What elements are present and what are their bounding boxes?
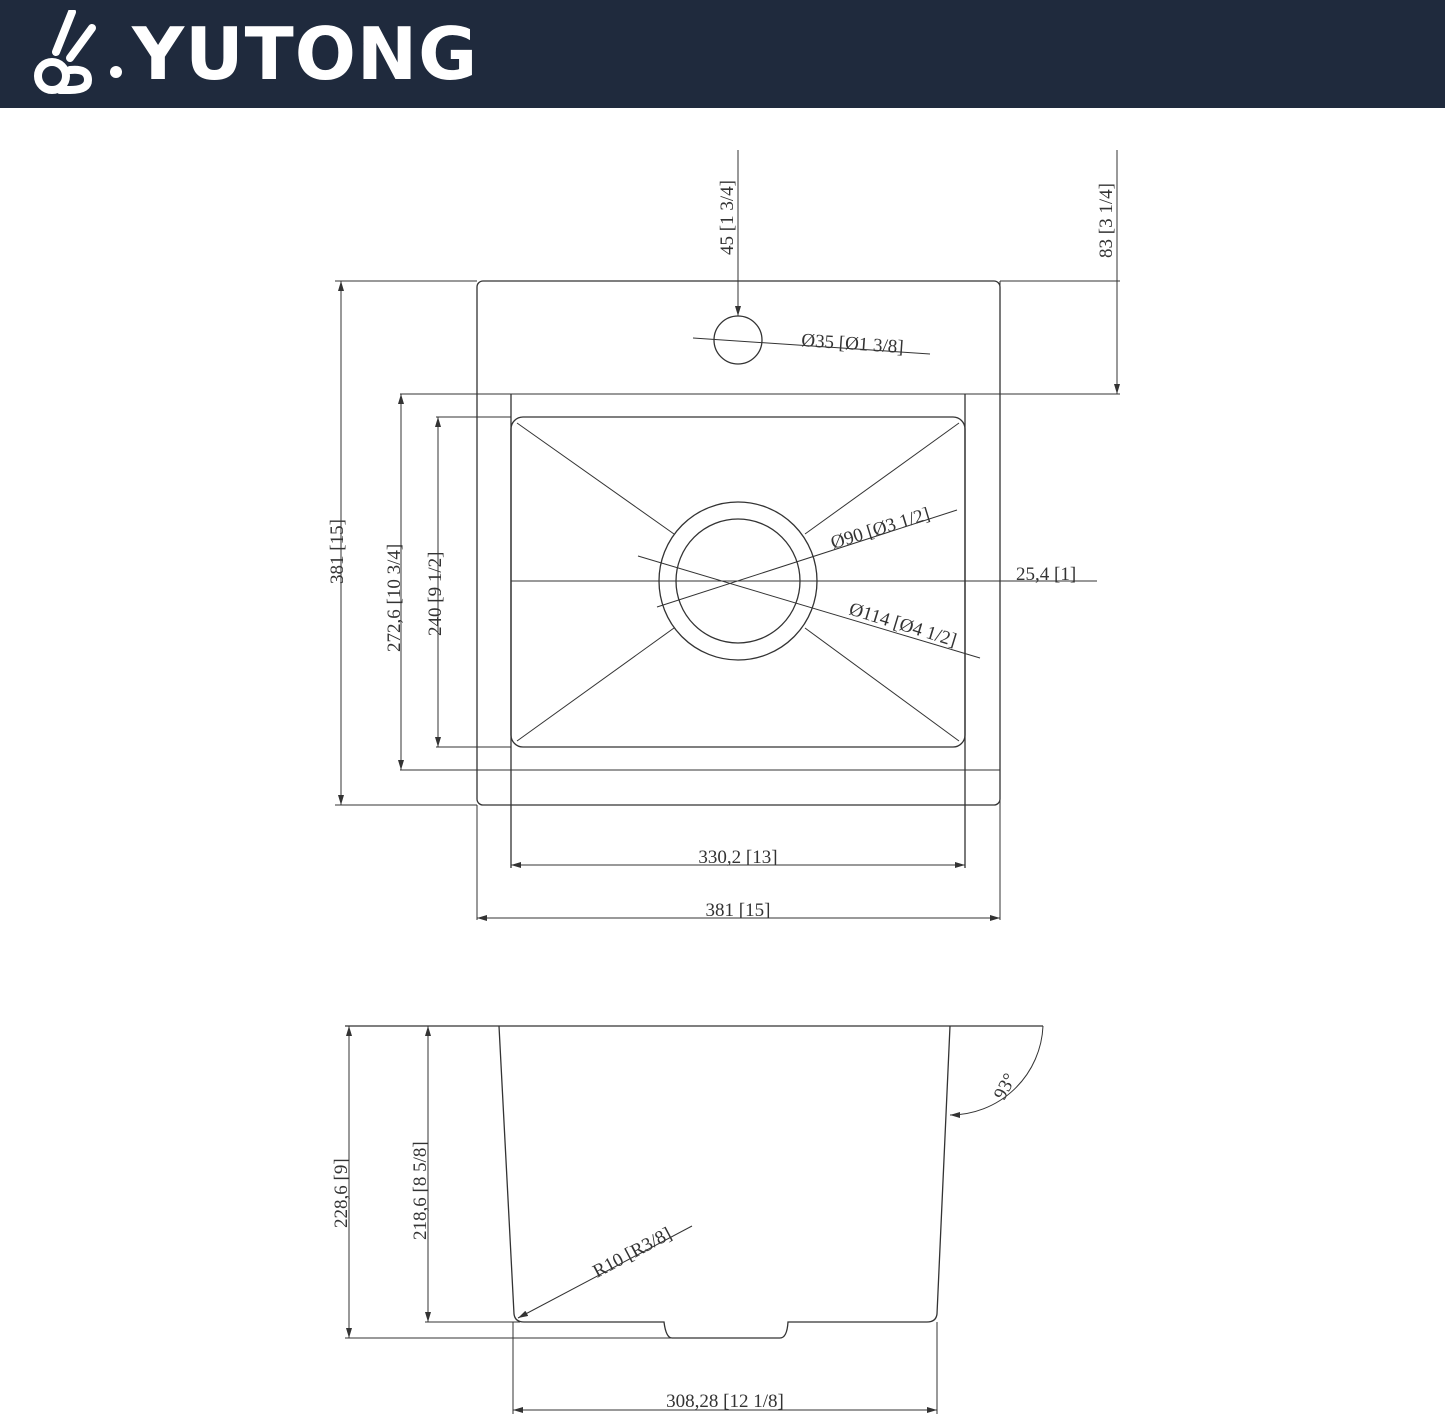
bowl-width-label: 330,2 [13] [698, 847, 777, 868]
side-view: 228,6 [9] 218,6 [8 5/8] 93° R10 [R3/8] 3… [331, 1025, 1044, 1414]
bowl-bottom [510, 416, 966, 748]
bottom-width-label: 308,28 [12 1/8] [666, 1391, 784, 1412]
bowl-outer-depth-label: 272,6 [10 3/4] [384, 544, 405, 652]
header-bar: YUTONG [0, 0, 1445, 108]
top-view: 45 [1 3/4] Ø35 [Ø1 3/8] 83 [3 1/4] 381 [… [327, 150, 1120, 921]
bowl-profile [498, 1025, 951, 1339]
bowl-inner-depth-label: 240 [9 1/2] [425, 552, 446, 636]
drain-inner-label: Ø90 [Ø3 1/2] [828, 504, 932, 554]
overall-width-label: 381 [15] [706, 900, 771, 921]
faucet-hole-label: Ø35 [Ø1 3/8] [801, 330, 905, 358]
side-margin-label: 25,4 [1] [1016, 564, 1076, 585]
overall-height-label: 228,6 [9] [331, 1158, 352, 1228]
brand-name: YUTONG [132, 12, 479, 96]
deck-depth-label: 83 [3 1/4] [1096, 183, 1117, 258]
corner-radius-label: R10 [R3/8] [589, 1223, 675, 1282]
bowl-height-label: 218,6 [8 5/8] [410, 1141, 431, 1240]
wall-angle-label: 93° [990, 1070, 1021, 1103]
faucet-offset-label: 45 [1 3/4] [717, 180, 738, 255]
overall-depth-label: 381 [15] [327, 519, 348, 584]
rabbit-logo-icon [34, 10, 122, 94]
sink-outline [476, 280, 1001, 806]
drain-outer-label: Ø114 [Ø4 1/2] [847, 599, 959, 652]
